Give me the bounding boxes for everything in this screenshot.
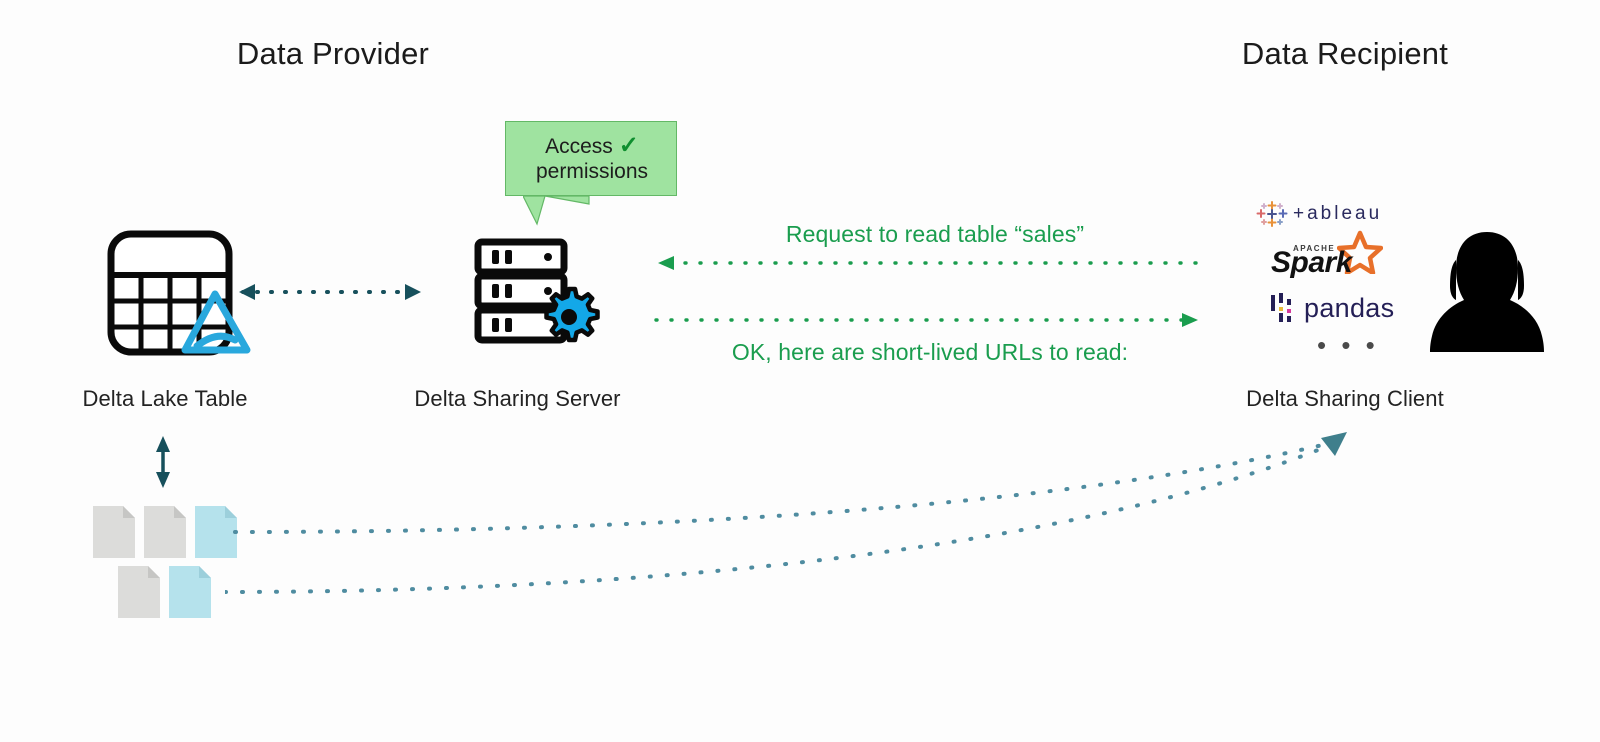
callout-line-1: Access✓ <box>516 132 668 160</box>
caption-delta-sharing-client: Delta Sharing Client <box>1246 386 1444 411</box>
file-document-highlighted-icon <box>169 566 211 618</box>
message-request-label: Request to read table “sales” <box>785 221 1085 247</box>
spark-apache-text: APACHE <box>1293 244 1336 253</box>
message-response-label: OK, here are short-lived URLs to read: <box>731 339 1129 365</box>
callout-tail <box>523 196 590 226</box>
person-silhouette-icon <box>1430 232 1544 352</box>
client-logo-stack: +ableau APACHE Spark <box>1255 198 1425 360</box>
caption-delta-sharing-server: Delta Sharing Server <box>414 386 621 411</box>
arrow-table-files-bidirectional <box>156 436 170 488</box>
caption-delta-lake-table: Delta Lake Table <box>82 386 248 411</box>
file-document-icon <box>144 506 186 558</box>
gear-icon <box>544 286 600 343</box>
pandas-logo-text: pandas <box>1304 292 1395 323</box>
tableau-logo-text: +ableau <box>1293 203 1383 224</box>
delta-sharing-server-icon-group <box>472 238 600 348</box>
file-document-icon <box>118 566 160 618</box>
arrow-response-rightward <box>654 313 1198 327</box>
pandas-mark-icon <box>1271 293 1291 322</box>
server-rack-icon <box>474 238 568 344</box>
tableau-logo: +ableau <box>1255 198 1425 230</box>
spark-logo-text: Spark <box>1271 246 1352 279</box>
check-icon: ✓ <box>618 132 639 159</box>
callout-box: Access✓ permissions <box>505 121 677 197</box>
access-permissions-callout: Access✓ permissions <box>505 121 677 226</box>
spark-star-icon <box>1337 230 1383 274</box>
arrow-request-leftward <box>658 256 1200 270</box>
arrow-table-server-bidirectional <box>239 284 421 300</box>
spark-logo: APACHE Spark <box>1271 230 1421 279</box>
column-title-data-provider: Data Provider <box>236 36 430 71</box>
file-document-highlighted-icon <box>195 506 237 558</box>
delta-lake-table-icon-group <box>105 228 251 363</box>
column-title-data-recipient: Data Recipient <box>1241 36 1449 71</box>
more-clients-ellipsis: • • • <box>1317 330 1379 360</box>
file-document-icon <box>93 506 135 558</box>
arrow-files-to-client-curves <box>225 432 1347 594</box>
callout-text-access: Access <box>545 135 613 158</box>
delta-lake-triangle-icon <box>181 290 251 354</box>
tableau-mark-icon <box>1256 201 1288 227</box>
callout-text-permissions: permissions <box>535 160 649 184</box>
pandas-logo: pandas <box>1269 290 1394 326</box>
